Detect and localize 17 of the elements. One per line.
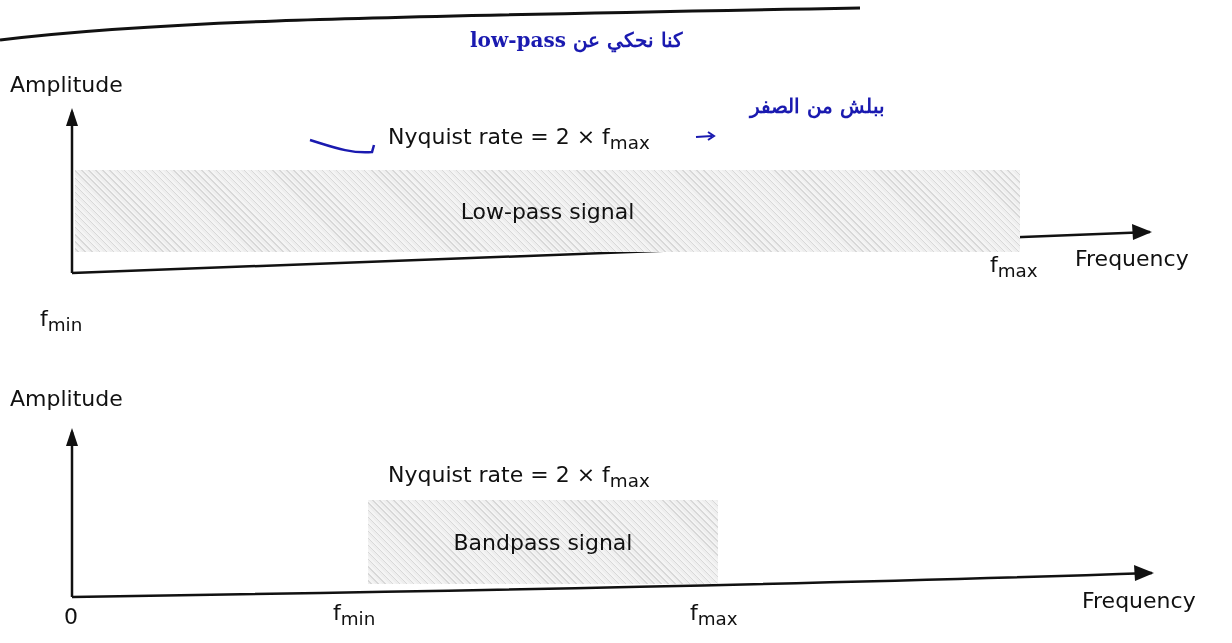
axis-title: Amplitude [10, 72, 123, 97]
tick-label: f$_{min}$ [333, 600, 376, 630]
tick-label: 0 [64, 604, 78, 629]
axis-title: Amplitude [10, 386, 123, 411]
formula: Nyquist rate = 2 × f$_{max}$ [388, 462, 650, 492]
handwritten-note: ببلش من الصفر [750, 94, 885, 118]
band-label: Bandpass signal [453, 529, 633, 555]
tick-label: f$_{min}$ [40, 306, 83, 336]
axis-title: Frequency [1082, 588, 1196, 613]
axis-title: Frequency [1075, 246, 1189, 271]
formula: Nyquist rate = 2 × f$_{max}$ [388, 124, 650, 154]
handwritten-note: كنا نحكي عن low-pass [470, 28, 683, 52]
tick-label: f$_{max}$ [990, 252, 1038, 282]
signal-band [368, 500, 718, 584]
tick-label: f$_{max}$ [690, 600, 738, 630]
band-label: Low-pass signal [460, 198, 635, 224]
signal-band [75, 170, 1020, 252]
